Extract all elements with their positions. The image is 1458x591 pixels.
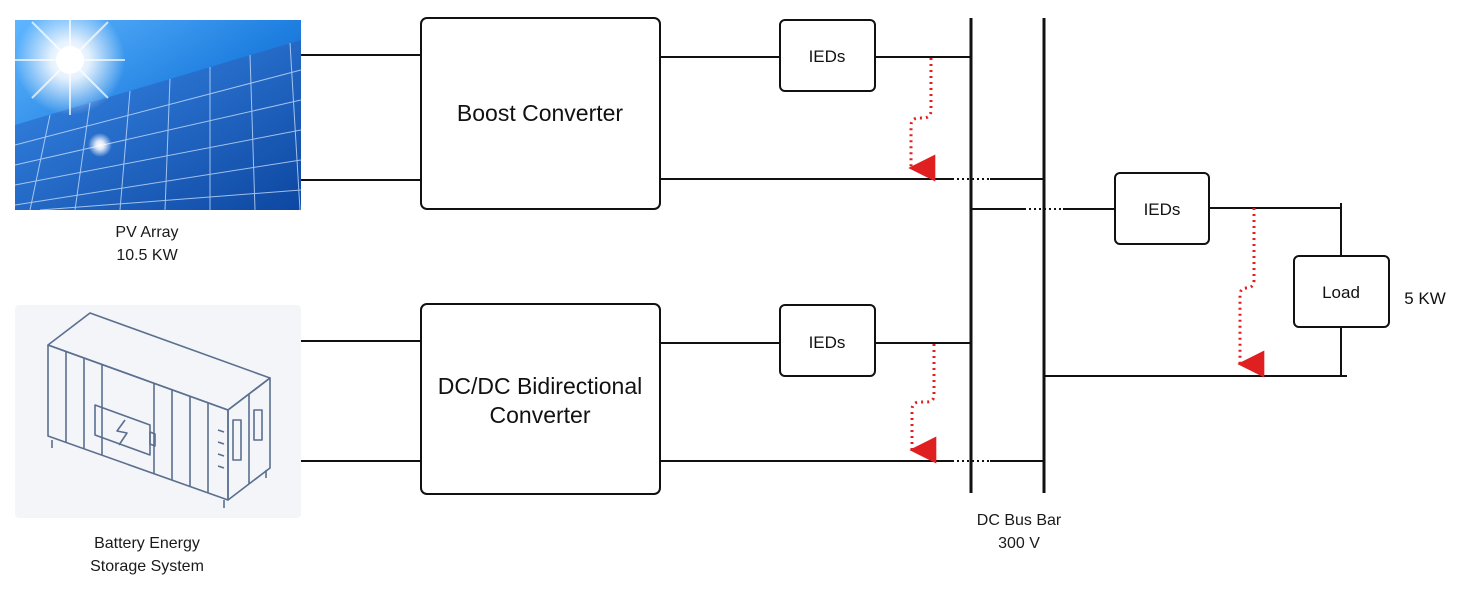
wiring bbox=[301, 54, 1347, 462]
boost-converter-label: Boost Converter bbox=[457, 100, 624, 126]
bidirectional-converter-block bbox=[420, 303, 661, 495]
bidirectional-converter-label-line2: Converter bbox=[490, 402, 591, 428]
load-rating: 5 KW bbox=[1404, 289, 1446, 308]
signal-arrow-top bbox=[908, 58, 936, 182]
pv-array-label: PV Array bbox=[115, 224, 178, 241]
load-label: Load bbox=[1322, 283, 1360, 302]
boost-converter-block bbox=[420, 17, 661, 210]
pv-array-rating: 10.5 KW bbox=[116, 247, 178, 264]
ieds-label-top: IEDs bbox=[809, 47, 846, 66]
ieds-box-top bbox=[779, 19, 876, 92]
ieds-label-middle: IEDs bbox=[809, 333, 846, 352]
battery-container-image bbox=[15, 305, 301, 518]
signal-arrow-middle bbox=[909, 344, 937, 464]
red-signal-arrows bbox=[908, 58, 1265, 464]
load-box bbox=[1293, 255, 1390, 328]
dc-bus-bar bbox=[969, 18, 1046, 493]
ieds-label-right: IEDs bbox=[1144, 200, 1181, 219]
dc-bus-voltage: 300 V bbox=[998, 535, 1040, 552]
dotted-gaps bbox=[952, 178, 1063, 462]
dc-bus-label: DC Bus Bar bbox=[977, 512, 1062, 529]
signal-arrow-right bbox=[1237, 208, 1265, 378]
battery-label-line2: Storage System bbox=[90, 558, 204, 575]
pv-array-image bbox=[15, 20, 301, 210]
bidirectional-converter-label-line1: DC/DC Bidirectional bbox=[438, 373, 643, 399]
battery-label-line1: Battery Energy bbox=[94, 535, 200, 552]
ieds-box-right bbox=[1114, 172, 1210, 245]
ieds-box-middle bbox=[779, 304, 876, 377]
